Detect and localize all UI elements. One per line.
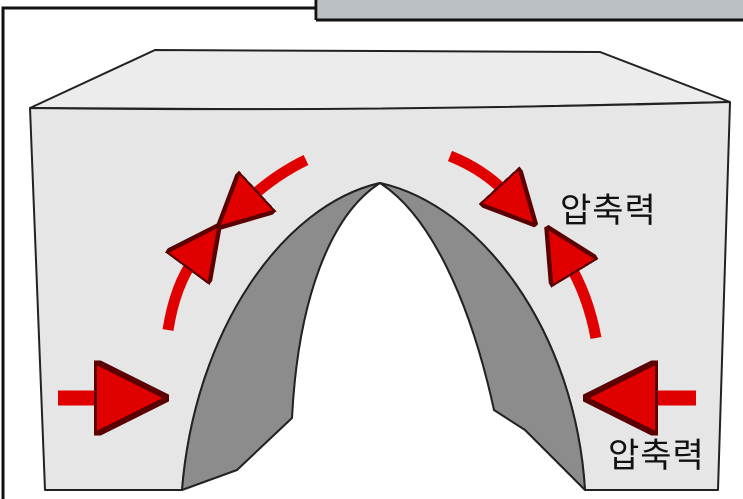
photo-strip <box>318 0 743 20</box>
block-top-face <box>30 50 730 110</box>
compression-force-label-bottom: 압축력 <box>608 428 705 477</box>
compression-force-label-top: 압축력 <box>560 183 657 232</box>
